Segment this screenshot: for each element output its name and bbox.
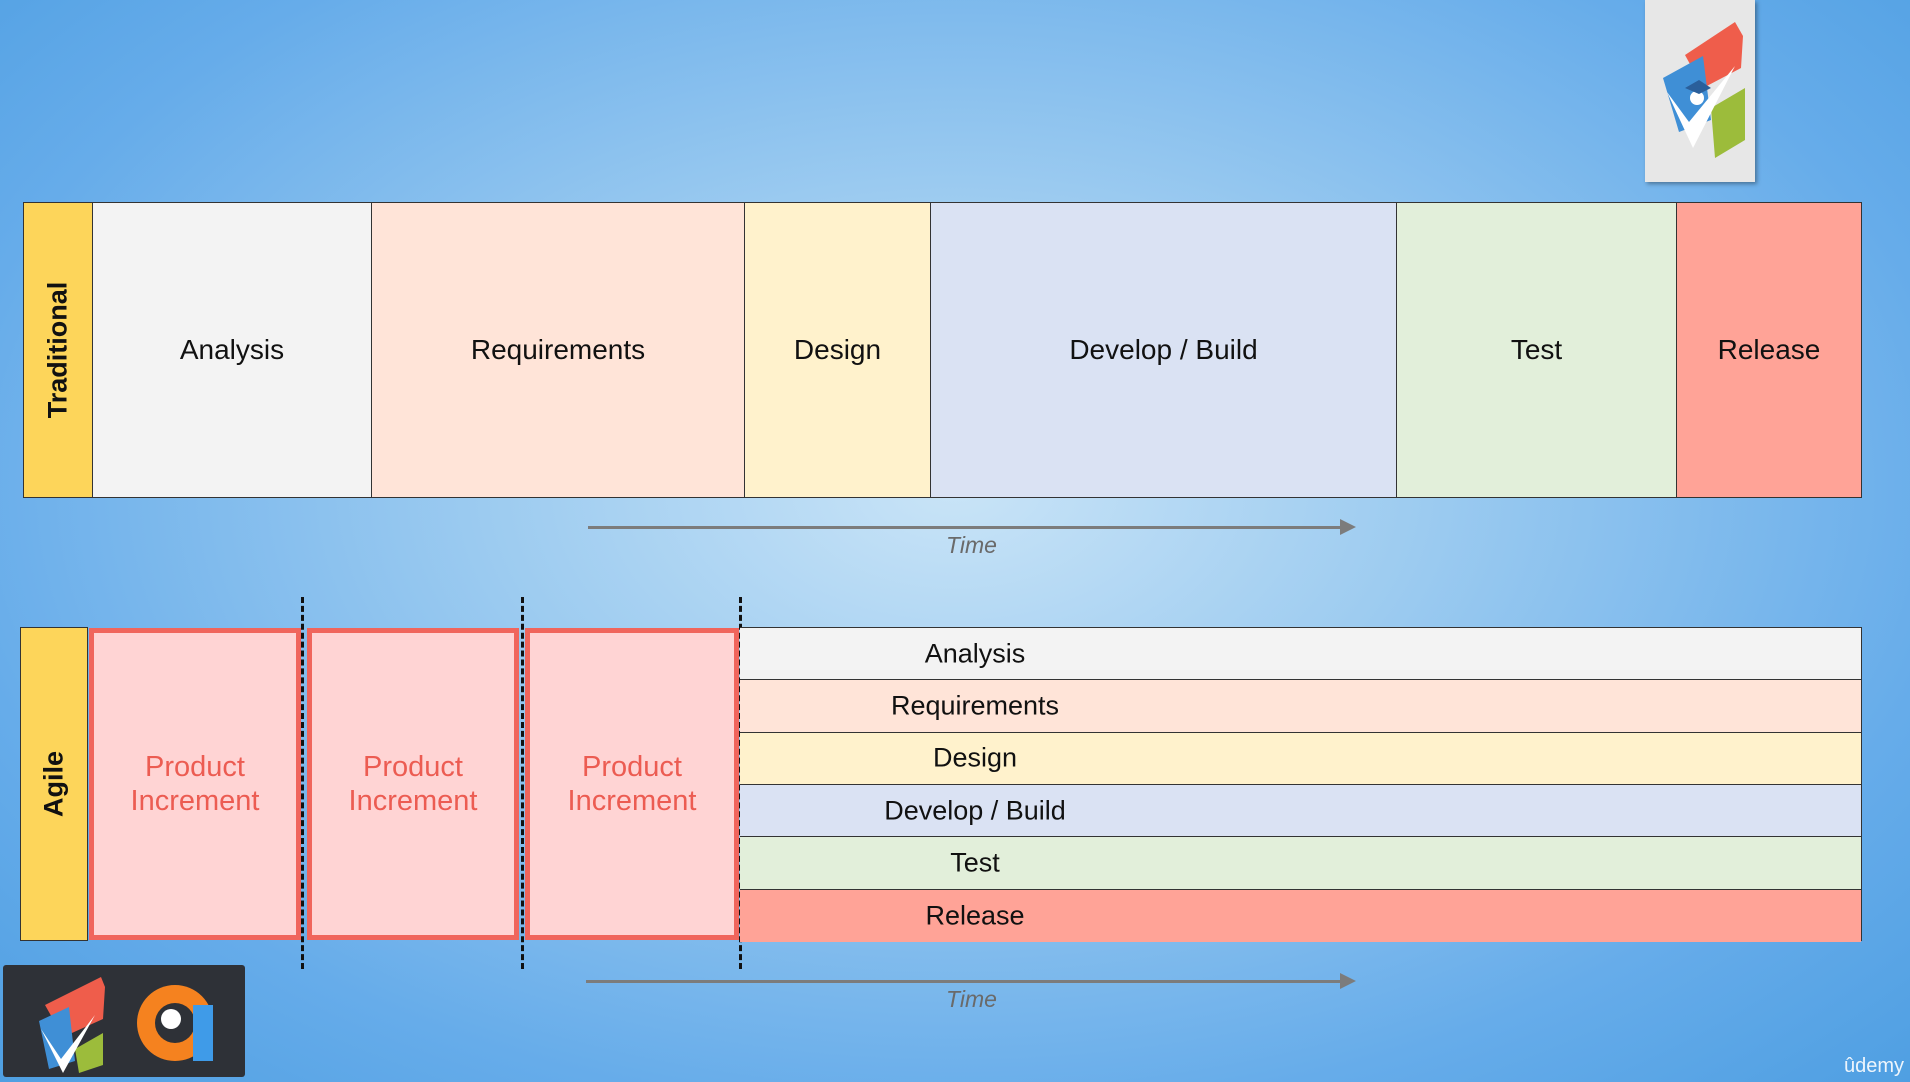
agile-time-arrowhead-icon [1340,973,1356,989]
agile-row-develop-build: Develop / Build [740,784,1861,838]
traditional-label-text: Traditional [42,281,73,419]
trad-phase-design: Design [745,203,931,497]
udemy-watermark: ûdemy [1843,1055,1904,1077]
agile-time-arrow [586,980,1343,983]
agile-row-analysis: Analysis [740,628,1861,681]
traditional-time-arrowhead-icon [1340,519,1356,535]
iteration-divider [301,597,304,969]
agile-row-design: Design [740,732,1861,785]
trad-phase-release: Release [1677,203,1861,497]
agile-phase-stack: Analysis Requirements Design Develop / B… [740,627,1862,942]
bottom-left-logo-box [3,965,245,1077]
brand-logos-icon [39,977,213,1073]
iteration-divider [521,597,524,969]
agile-row-release: Release [740,889,1861,942]
agile-label-text: Agile [38,750,69,818]
traditional-time-label: Time [946,532,997,558]
traditional-time-arrow [588,526,1343,529]
traditional-lane-label: Traditional [24,203,93,497]
agile-lane-label: Agile [20,627,88,941]
trad-phase-test: Test [1397,203,1677,497]
trad-phase-analysis: Analysis [93,203,372,497]
trad-phase-requirements: Requirements [372,203,745,497]
trad-phase-develop-build: Develop / Build [931,203,1397,497]
traditional-lane: Traditional Analysis Requirements Design… [23,202,1862,498]
agile-row-requirements: Requirements [740,680,1861,733]
agile-time-label: Time [946,986,997,1012]
logo-card [1645,0,1755,182]
agile-row-test: Test [740,837,1861,890]
brand-logo-icon [1663,22,1745,158]
